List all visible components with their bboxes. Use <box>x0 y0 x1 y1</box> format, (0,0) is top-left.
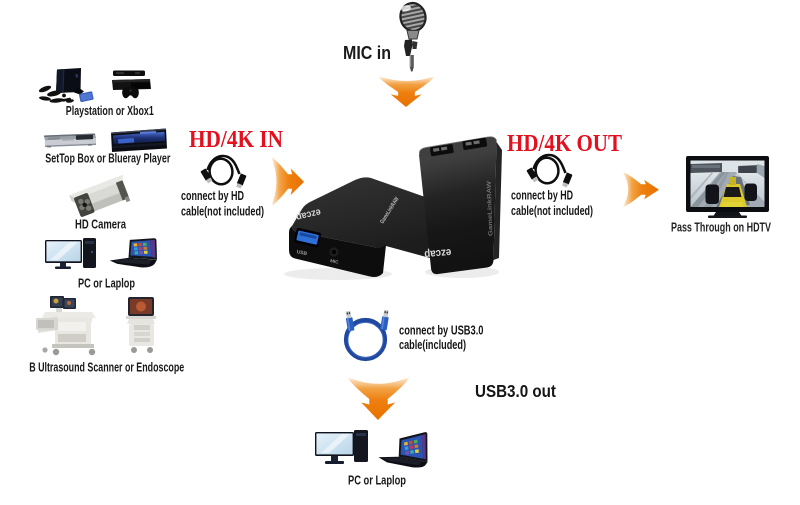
svg-text:HD/4K OUT: HD/4K OUT <box>507 130 622 157</box>
svg-text:cable(not included): cable(not included) <box>181 204 264 219</box>
svg-text:HD/4K IN: HD/4K IN <box>189 126 283 153</box>
svg-text:MIC: MIC <box>330 258 340 265</box>
svg-text:MIC in: MIC in <box>343 43 391 63</box>
svg-text:Pass Through on HDTV: Pass Through on HDTV <box>671 220 771 235</box>
svg-text:HD Camera: HD Camera <box>75 218 127 232</box>
svg-text:connect by HD: connect by HD <box>511 188 573 203</box>
svg-text:PC or Laplop: PC or Laplop <box>348 474 406 488</box>
svg-text:B Ultrasound Scanner or Endosc: B Ultrasound Scanner or Endoscope <box>29 361 184 375</box>
svg-text:USB3.0 out: USB3.0 out <box>475 381 556 401</box>
svg-text:GameLinkRAW: GameLinkRAW <box>487 181 495 237</box>
svg-text:Playstation or Xbox1: Playstation or Xbox1 <box>66 104 154 118</box>
svg-text:connect by HD: connect by HD <box>181 188 244 203</box>
svg-text:cable(not included): cable(not included) <box>511 203 593 218</box>
svg-text:USB: USB <box>296 249 308 257</box>
svg-text:cable(included): cable(included) <box>399 337 466 352</box>
svg-text:connect by USB3.0: connect by USB3.0 <box>399 323 484 338</box>
svg-text:ezcap: ezcap <box>295 206 322 222</box>
svg-text:SetTop Box or Blueray Player: SetTop Box or Blueray Player <box>45 152 170 166</box>
svg-text:PC or Laplop: PC or Laplop <box>78 277 135 291</box>
svg-text:ezcap: ezcap <box>424 246 452 260</box>
